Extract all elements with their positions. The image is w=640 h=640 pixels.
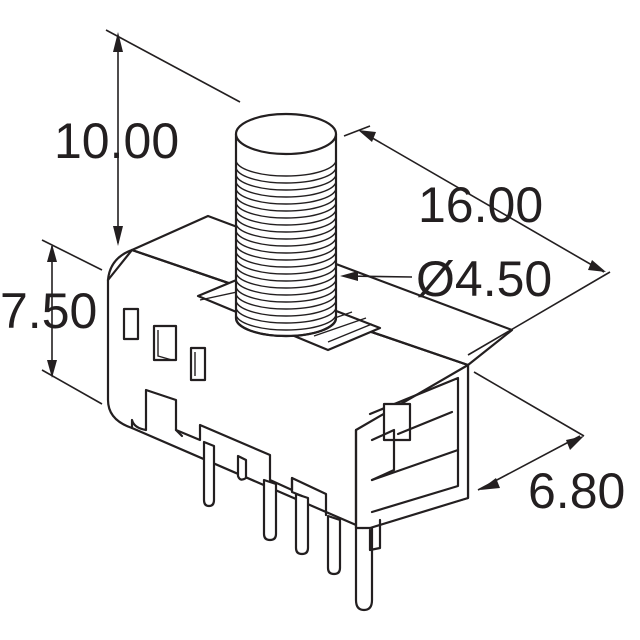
thread-line bbox=[235, 278, 337, 296]
thread-line bbox=[235, 173, 337, 191]
side-window-3 bbox=[189, 346, 207, 382]
thread-line bbox=[235, 243, 337, 261]
shaft-top bbox=[234, 112, 338, 156]
thread-line bbox=[235, 236, 337, 254]
end-bracket bbox=[354, 363, 470, 612]
side-window-2 bbox=[152, 324, 178, 362]
thread-line bbox=[235, 313, 337, 331]
pin-4 bbox=[294, 492, 310, 556]
dimension-label-shaft-diameter: Ø4.50 bbox=[416, 251, 552, 307]
thread-line bbox=[235, 250, 337, 268]
thread-line bbox=[235, 208, 337, 226]
pin-1 bbox=[202, 440, 216, 508]
dimension-label-body-height: 7.50 bbox=[0, 283, 97, 339]
thread-line bbox=[235, 159, 337, 177]
thread-line bbox=[235, 194, 337, 212]
pin-2 bbox=[236, 454, 248, 481]
thread-line bbox=[235, 271, 337, 289]
thread-line bbox=[235, 201, 337, 219]
thread-line bbox=[235, 264, 337, 282]
pin-5 bbox=[326, 514, 342, 576]
thread-line bbox=[235, 285, 337, 303]
thread-line bbox=[235, 180, 337, 198]
thread-line bbox=[235, 292, 337, 310]
pins bbox=[130, 388, 342, 576]
thread-line bbox=[235, 257, 337, 275]
dimension-label-length: 16.00 bbox=[418, 177, 543, 233]
dimension-label-width: 6.80 bbox=[528, 463, 625, 519]
threaded-shaft bbox=[234, 112, 338, 338]
thread-line bbox=[235, 166, 337, 184]
thread-line bbox=[235, 187, 337, 205]
dimension-lines bbox=[41, 29, 611, 491]
thread-line bbox=[235, 215, 337, 233]
thread-line bbox=[235, 222, 337, 240]
thread-line bbox=[235, 229, 337, 247]
thread-line bbox=[235, 299, 337, 317]
thread-line bbox=[235, 306, 337, 324]
dimension-label-height-total: 10.00 bbox=[54, 113, 179, 169]
pin-3 bbox=[262, 478, 278, 542]
side-window-1 bbox=[122, 307, 140, 341]
